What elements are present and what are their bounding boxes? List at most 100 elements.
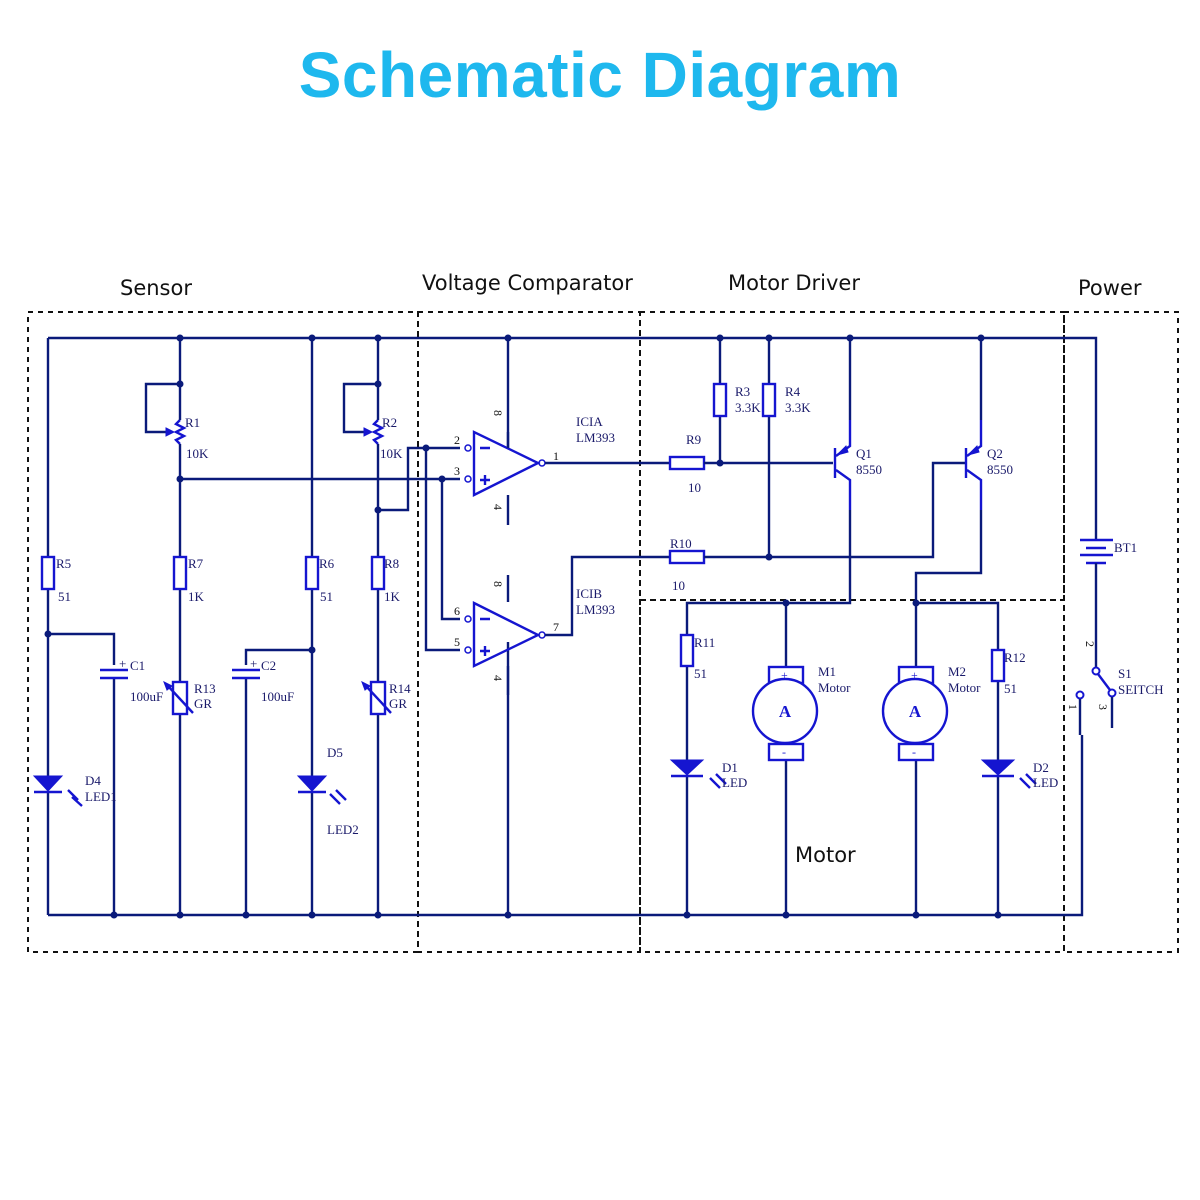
svg-text:Q2: Q2 <box>987 446 1003 461</box>
resistor-r3: R3 3.3K <box>712 382 761 418</box>
svg-text:D1: D1 <box>722 760 738 775</box>
svg-text:8: 8 <box>491 410 505 416</box>
svg-text:GR: GR <box>389 696 407 711</box>
resistor-r11: R11 51 <box>679 633 715 681</box>
sensor-box <box>27 311 419 953</box>
svg-text:100uF: 100uF <box>261 689 294 704</box>
svg-text:A: A <box>909 702 922 721</box>
svg-text:1K: 1K <box>188 589 205 604</box>
resistor-r6: R6 51 <box>304 555 335 604</box>
resistor-r8: R8 1K <box>370 555 401 604</box>
resistor-r5: R5 51 <box>40 555 71 604</box>
svg-text:+: + <box>911 668 918 682</box>
svg-text:10: 10 <box>672 578 685 593</box>
svg-text:R1: R1 <box>185 415 200 430</box>
led-d2: D2 LED <box>980 759 1058 790</box>
svg-text:+: + <box>781 668 788 682</box>
resistor-r9: R9 10 <box>668 432 706 495</box>
svg-text:LED: LED <box>722 775 747 790</box>
led-d1: D1 LED <box>669 759 747 790</box>
svg-text:-: - <box>782 745 786 759</box>
svg-text:51: 51 <box>58 589 71 604</box>
svg-text:R11: R11 <box>694 635 715 650</box>
capacitor-c1: + C1 100uF <box>100 656 163 704</box>
svg-text:R5: R5 <box>56 556 71 571</box>
svg-text:R3: R3 <box>735 384 750 399</box>
section-label-voltage-comparator: Voltage Comparator <box>422 271 633 295</box>
svg-text:R9: R9 <box>686 432 701 447</box>
svg-text:3.3K: 3.3K <box>735 400 761 415</box>
svg-text:10K: 10K <box>186 446 209 461</box>
potentiometer-r1: R1 10K <box>165 415 209 461</box>
svg-text:D5: D5 <box>327 745 343 760</box>
capacitor-c2: + C2 100uF <box>232 656 294 704</box>
svg-text:100uF: 100uF <box>130 689 163 704</box>
svg-text:+: + <box>250 656 257 671</box>
svg-text:3: 3 <box>1096 704 1110 710</box>
svg-text:M2: M2 <box>948 664 966 679</box>
svg-text:R6: R6 <box>319 556 335 571</box>
led-d5: D5 LED2 <box>296 745 359 837</box>
svg-text:R8: R8 <box>384 556 399 571</box>
svg-text:10K: 10K <box>380 446 403 461</box>
resistor-r4: R4 3.3K <box>761 382 811 418</box>
battery-bt1: BT1 <box>1080 538 1137 565</box>
section-label-sensor: Sensor <box>120 276 192 300</box>
svg-text:8550: 8550 <box>856 462 882 477</box>
page-title: Schematic Diagram <box>298 39 902 111</box>
svg-text:LM393: LM393 <box>576 602 615 617</box>
svg-text:GR: GR <box>194 696 212 711</box>
section-label-motor: Motor <box>795 843 856 867</box>
svg-text:51: 51 <box>320 589 333 604</box>
svg-text:2: 2 <box>454 433 460 447</box>
svg-text:1K: 1K <box>384 589 401 604</box>
svg-text:8550: 8550 <box>987 462 1013 477</box>
resistor-r7: R7 1K <box>172 555 205 604</box>
svg-text:D2: D2 <box>1033 760 1049 775</box>
resistor-r12: R12 51 <box>990 648 1026 696</box>
svg-text:LM393: LM393 <box>576 430 615 445</box>
svg-text:+: + <box>119 656 126 671</box>
comparator-icia: 2 3 1 8 4 ICIA LM393 <box>454 410 615 525</box>
svg-text:LED: LED <box>1033 775 1058 790</box>
svg-text:C2: C2 <box>261 658 276 673</box>
transistor-q1: Q1 8550 <box>833 420 882 510</box>
svg-text:R12: R12 <box>1004 650 1026 665</box>
power-box <box>1063 311 1179 953</box>
svg-text:R7: R7 <box>188 556 204 571</box>
svg-text:6: 6 <box>454 604 460 618</box>
svg-text:4: 4 <box>491 675 505 681</box>
svg-text:R13: R13 <box>194 681 216 696</box>
svg-text:8: 8 <box>491 581 505 587</box>
svg-text:10: 10 <box>688 480 701 495</box>
svg-text:ICIA: ICIA <box>576 414 603 429</box>
svg-text:1: 1 <box>553 449 559 463</box>
potentiometer-r2: R2 10K <box>363 415 403 461</box>
comparator-icib: 6 5 7 8 4 ICIB LM393 <box>454 581 615 695</box>
svg-text:S1: S1 <box>1118 666 1132 681</box>
svg-text:Q1: Q1 <box>856 446 872 461</box>
vcc-rail <box>48 336 1098 540</box>
svg-text:C1: C1 <box>130 658 145 673</box>
svg-text:3: 3 <box>454 464 460 478</box>
svg-text:3.3K: 3.3K <box>785 400 811 415</box>
svg-text:51: 51 <box>694 666 707 681</box>
svg-text:SEITCH: SEITCH <box>1118 682 1164 697</box>
svg-text:2: 2 <box>1083 641 1097 647</box>
svg-text:LED1: LED1 <box>85 789 117 804</box>
resistor-r10: R10 10 <box>668 536 706 593</box>
svg-text:D4: D4 <box>85 773 101 788</box>
motor-m1: + - A M1 Motor <box>751 664 851 762</box>
svg-text:1: 1 <box>1066 704 1080 710</box>
svg-text:R2: R2 <box>382 415 397 430</box>
svg-text:Motor: Motor <box>948 680 981 695</box>
svg-text:5: 5 <box>454 635 460 649</box>
svg-text:7: 7 <box>553 620 559 634</box>
motor-m2: + - A M2 Motor <box>881 664 981 762</box>
svg-text:A: A <box>779 702 792 721</box>
svg-text:51: 51 <box>1004 681 1017 696</box>
switch-s1: 2 1 3 S1 SEITCH <box>1066 641 1164 728</box>
svg-text:M1: M1 <box>818 664 836 679</box>
transistor-q2: Q2 8550 <box>964 420 1013 510</box>
